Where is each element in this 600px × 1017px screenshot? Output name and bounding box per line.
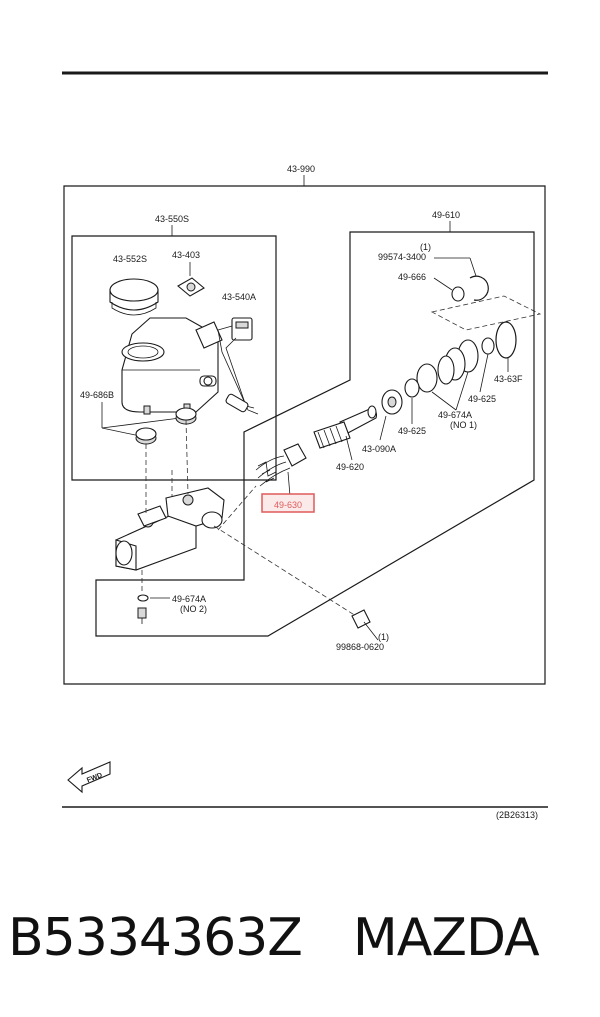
label-grommets: 49-686B [80,390,114,400]
label-seal-cap: 43-403 [172,250,200,260]
grommet-a [135,427,157,445]
snap-ring [469,275,489,301]
assembly-frame [63,185,546,685]
label-no2: (NO 2) [180,604,207,614]
dashed-leader-pistons [217,485,257,531]
label-gasket-no2: 49-674A [172,594,206,604]
dashed-leader-bolt [213,525,357,617]
mounting-bolt [351,609,379,641]
forward-arrow-icon: FWD [67,761,111,794]
label-assembly: 43-990 [287,164,315,174]
label-rod: 49-620 [336,462,364,472]
label-cup-b: 49-625 [398,426,426,436]
label-no1: (NO 1) [450,420,477,430]
primary-piston [381,389,403,415]
label-piston-kit: 49-610 [432,210,460,220]
label-cup-a: 49-625 [468,394,496,404]
part-number-footer: B5334363Z MAZDA [8,908,540,968]
label-qty-1: (1) [420,242,431,252]
level-switch [217,317,259,415]
label-piston: 43-090A [362,444,396,454]
label-reservoir-kit: 43-550S [155,214,189,224]
reservoir-tank [121,317,223,415]
reservoir-kit-box [71,235,277,481]
clip-part [451,286,465,302]
label-cap: 43-552S [113,254,147,264]
label-spring-highlighted: 49-630 [274,500,302,510]
label-bolt: 99868-0620 [336,642,384,652]
piston-rod [313,405,378,449]
return-spring [255,443,307,487]
secondary-piston [416,337,495,393]
figure-code: (2B26313) [496,810,538,820]
bleeder-screw [137,607,147,624]
dashed-leader-grommet-b [185,419,189,495]
cup-b [404,378,420,398]
label-clip: 49-666 [398,272,426,282]
piston-kit-box [95,231,535,637]
spring-highlight-box [261,493,315,513]
label-o-ring: 43-63F [494,374,523,384]
seal-cap-part [177,277,205,297]
master-cylinder-body [115,487,225,571]
detail-dashed-box [430,295,542,331]
label-switch: 43-540A [222,292,256,302]
gasket-no2-part [137,594,149,602]
reservoir-cap [109,278,159,316]
o-ring [495,321,517,359]
label-pin-part: 99574-3400 [378,252,426,262]
label-gasket-no1: 49-674A [438,410,472,420]
label-qty-1b: (1) [378,632,389,642]
